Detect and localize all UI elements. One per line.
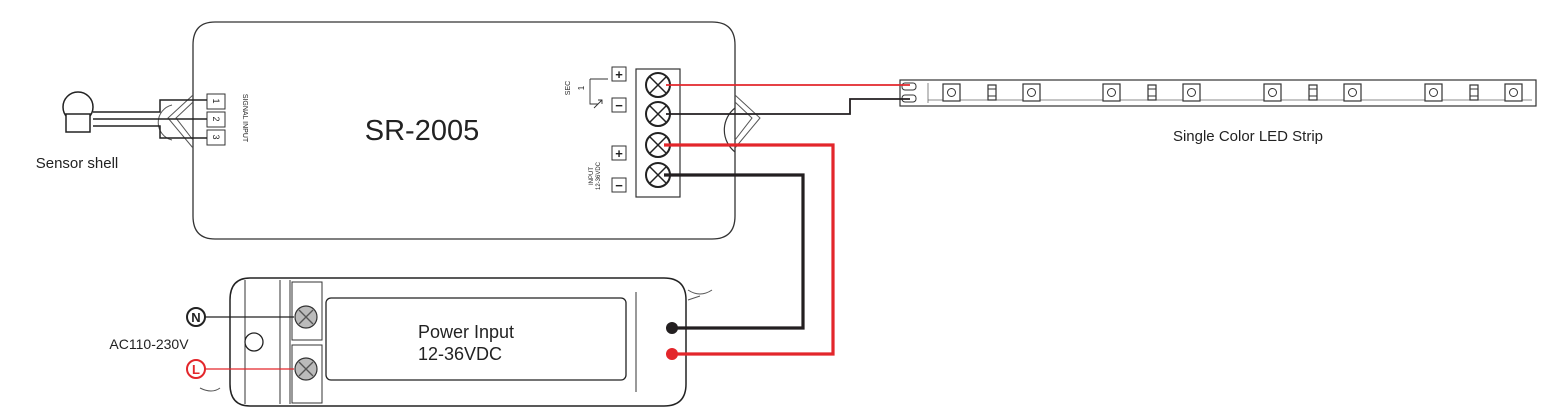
wire-output-negative [666, 98, 910, 115]
power-title-line2: 12-36VDC [418, 344, 502, 364]
output-minus-sign: − [615, 98, 623, 113]
signal-input-label: SIGNAL INPUT [241, 94, 248, 143]
resistor-band [1470, 88, 1478, 97]
resistor-icon [1469, 84, 1479, 101]
led-chip [1504, 83, 1523, 102]
led-chip-icon [1268, 88, 1277, 97]
ac-screw-neutral [294, 305, 318, 329]
input-minus-sign: − [615, 178, 623, 193]
led-chip-icon [1107, 88, 1116, 97]
model-label: SR-2005 [365, 115, 479, 147]
led-strip: Single Color LED Strip [899, 79, 1537, 145]
led-chip-icon [1429, 88, 1438, 97]
screw-terminal-input-minus [645, 162, 671, 188]
led-chip [1263, 83, 1282, 102]
output-plus-sign: + [615, 67, 623, 82]
input-label-line1: INPUT [589, 167, 595, 185]
led-chip-icon [1027, 88, 1036, 97]
svg-text:L: L [192, 362, 200, 377]
led-chip-icon [1509, 88, 1518, 97]
led-chip-icon [1348, 88, 1357, 97]
sensor-label: Sensor shell [36, 155, 119, 172]
led-chip [1022, 83, 1041, 102]
resistor-band [1309, 88, 1317, 97]
sensor: Sensor shell [36, 91, 207, 172]
controller: SR-2005 1 2 3 SIGNAL INPUT SEC 1 + − INP… [157, 21, 761, 240]
sec-number: 1 [577, 85, 586, 90]
signal-terminals: 1 2 3 [206, 93, 226, 146]
power-supply: Power Input 12-36VDC N L AC110-230V [109, 277, 713, 407]
live-symbol-icon: L [186, 359, 206, 379]
resistor-band [988, 88, 996, 97]
svg-text:N: N [191, 310, 200, 325]
led-chip-icon [947, 88, 956, 97]
signal-terminal-2: 2 [211, 116, 221, 121]
signal-terminal-3: 3 [211, 134, 221, 139]
led-chip [942, 83, 961, 102]
resistor-band [1148, 88, 1156, 97]
terminal-block [635, 68, 681, 198]
led-segments [942, 83, 1523, 102]
led-chip [1343, 83, 1362, 102]
neutral-symbol-icon: N [186, 307, 206, 327]
led-chip [1102, 83, 1121, 102]
sec-label: SEC [565, 81, 572, 95]
led-strip-label: Single Color LED Strip [1173, 128, 1323, 145]
power-title-line1: Power Input [418, 322, 514, 342]
resistor-icon [987, 84, 997, 101]
wires [664, 84, 910, 356]
led-chip [1182, 83, 1201, 102]
resistor-icon [1147, 84, 1157, 101]
input-label-line2: 12-36VDC [596, 161, 602, 190]
ac-screw-live [294, 357, 318, 381]
led-chip-icon [1187, 88, 1196, 97]
wire-input-positive [664, 143, 835, 356]
ac-voltage-label: AC110-230V [109, 336, 189, 352]
led-chip [1424, 83, 1443, 102]
wire-input-negative [664, 173, 805, 330]
resistor-icon [1308, 84, 1318, 101]
input-plus-sign: + [615, 146, 623, 161]
sensor-cable [93, 99, 207, 139]
signal-terminal-1: 1 [211, 98, 221, 103]
